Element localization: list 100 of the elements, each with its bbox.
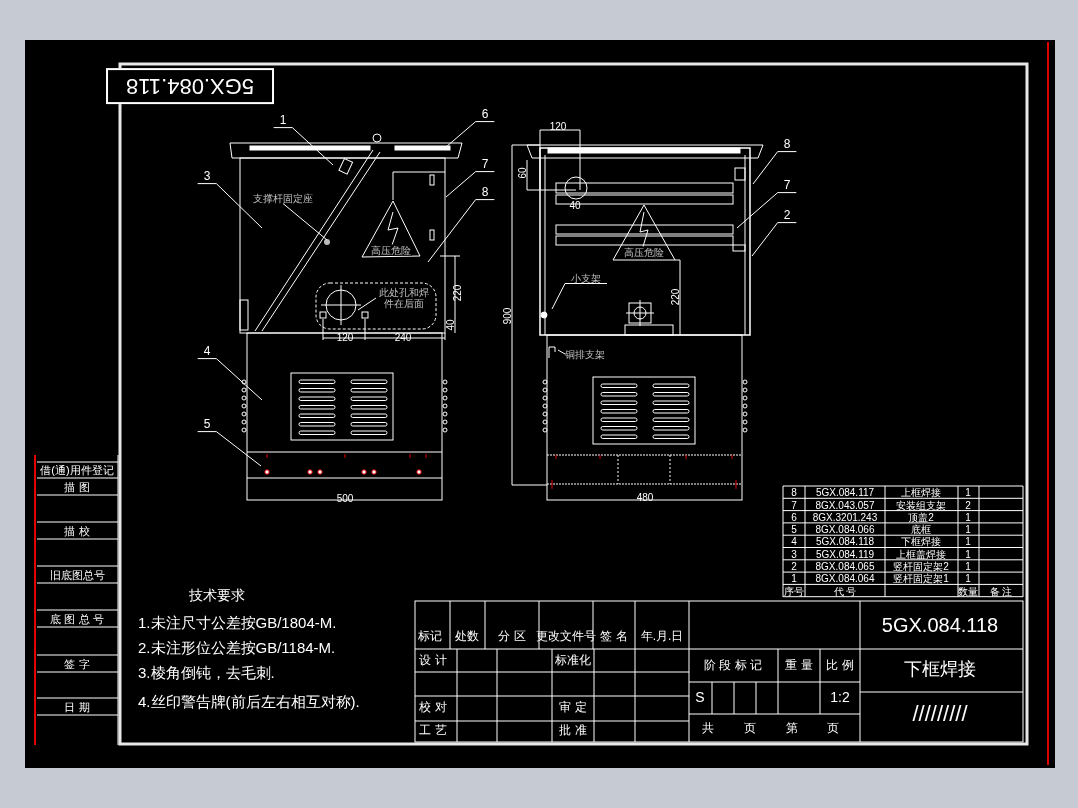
leader-line [197,183,263,229]
callout-number: 1 [273,114,293,128]
parts-list-cell: 上框盖焊接 [896,548,946,560]
title-block-cell: 更改文件号 [536,630,596,644]
annotation-text: 小支架 [565,272,607,284]
parts-list-cell: 顶盖2 [908,511,934,523]
callout-number: 8 [475,186,495,200]
title-block-cell: 阶 段 标 记 [704,659,762,673]
dimension-text: 480 [636,491,654,503]
requirements-heading: 技术要求 [189,588,245,604]
parts-list-cell: 8GX.084.065 [815,560,875,572]
parts-list-cell: 3 [791,548,797,560]
parts-list-cell: 8GX.3201.243 [812,511,878,523]
dimension-text: 40 [444,319,456,331]
callout-number: 4 [197,345,217,359]
parts-list-cell: 1 [965,511,971,523]
leader-line [357,297,377,311]
leader-line [736,192,797,229]
register-cell-text: 旧底图总号 [49,568,105,582]
leader-line [445,121,495,148]
parts-list-header: 代 号 [833,585,857,597]
register-cell-text: 借(通)用件登记 [40,463,114,477]
parts-list-cell: 安装组支架 [896,499,946,510]
register-cell-text: 描 图 [64,480,90,494]
parts-list-cell: 1 [965,486,971,498]
dimension-text: 60 [516,167,528,179]
callout-number: 3 [197,170,217,184]
parts-list-cell: 上框焊接 [901,486,941,498]
title-block-cell: 标记 [418,630,442,644]
callout-number: 5 [197,418,217,432]
leader-line [273,127,334,166]
dimension-text: 240 [394,331,412,343]
requirement-text: 1.未注尺寸公差按GB/1804-M. [138,614,337,632]
title-block-cell: 1:2 [830,690,850,706]
leader-line [197,431,262,467]
requirement-text: 4.丝印警告牌(前后左右相互对称). [138,693,360,711]
parts-list-cell: 底框 [911,523,931,535]
parts-list-cell: 8GX.084.064 [815,572,875,584]
parts-list-cell: 6 [791,511,797,523]
parts-list-cell: 2 [965,499,971,510]
parts-list-cell: 5GX.084.117 [815,486,875,498]
register-cell-text: 描 校 [64,524,90,538]
annotation-text: 铜排支架 [565,348,605,360]
parts-list-header: 数量 [958,585,978,597]
title-block-cell: 页 [827,722,839,736]
register-cell-text: 底 图 总 号 [50,612,104,626]
title-block-cell: 页 [744,722,756,736]
title-block-cell: ///////// [912,701,968,727]
title-block-cell: 审 定 [559,701,587,715]
parts-list-cell: 8 [791,486,797,498]
parts-list-header: 序号 [784,585,804,597]
parts-list-cell: 4 [791,535,797,547]
drawing-title: 下框焊接 [904,660,976,680]
warning-text: 高压危险 [623,246,665,258]
title-block-cell: 签 名 [600,630,628,644]
annotation-text: 支撑杆固定座 [253,192,313,204]
parts-list-cell: 5 [791,523,797,535]
title-block-cell: 第 [786,722,798,736]
leader-line [551,283,608,310]
drawing-number: 5GX.084.118 [881,614,999,636]
leader-line [752,151,797,185]
parts-list-cell: 1 [965,535,971,547]
callout-number: 7 [475,158,495,172]
title-block-cell: 共 [702,722,714,736]
leader-line [557,349,566,355]
parts-list-cell: 下框焊接 [901,535,941,547]
parts-list-cell: 5GX.084.118 [815,535,875,547]
dimension-text: 220 [669,288,681,306]
requirement-text: 2.未注形位公差按GB/1184-M. [138,639,336,657]
parts-list-cell: 5GX.084.119 [815,548,875,560]
parts-list-cell: 1 [965,572,971,584]
dimension-text: 900 [501,307,513,325]
title-block-cell: 处数 [455,630,479,644]
parts-list-cell: 7 [791,499,797,510]
title-block-cell: 设 计 [419,654,447,668]
leader-line [427,199,495,263]
parts-list-cell: 2 [791,560,797,572]
parts-list-header: 备 注 [989,585,1013,597]
title-block-cell: 重 量 [785,659,813,673]
leader-line [282,203,328,241]
callout-number: 7 [777,179,797,193]
title-block-cell: 工 艺 [419,724,447,738]
title-block-cell: 批 准 [559,724,587,738]
callout-number: 6 [475,108,495,122]
dimension-text: 120 [549,120,567,132]
title-block-cell: 标准化 [555,654,591,668]
parts-list-cell: 1 [965,548,971,560]
dimension-text: 220 [451,284,463,302]
dimension-text: 500 [336,492,354,504]
parts-list-cell: 1 [965,560,971,572]
register-cell-text: 日 期 [64,700,90,714]
requirement-text: 3.棱角倒钝，去毛刺. [138,664,275,682]
title-block-cell: 分 区 [498,630,526,644]
parts-list-cell: 1 [791,572,797,584]
warning-text: 高压危险 [370,244,412,256]
parts-list-cell: 1 [965,523,971,535]
leader-line [445,171,495,198]
title-block-cell: 校 对 [419,701,447,715]
leader-line [197,358,263,401]
parts-list-cell: 竖杆固定架2 [893,560,949,572]
